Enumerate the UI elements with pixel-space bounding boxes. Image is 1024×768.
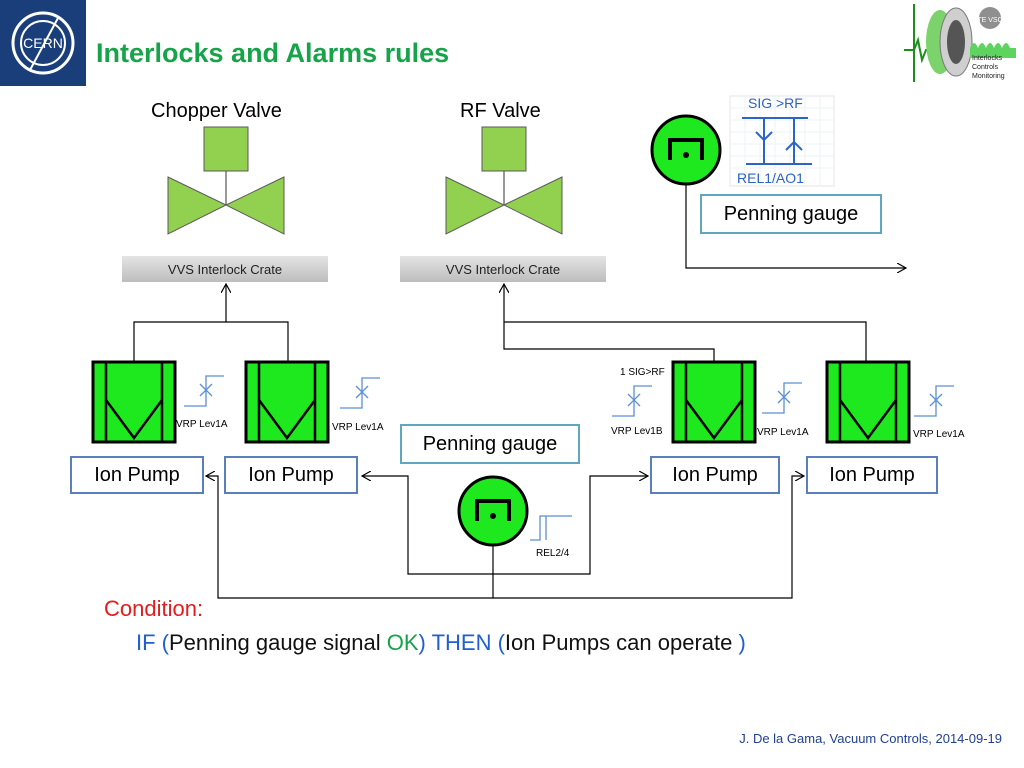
condition-subject: Penning gauge signal xyxy=(169,630,387,655)
ion-pump-1-symbol xyxy=(91,360,177,444)
relay-icon-2 xyxy=(339,377,381,409)
relay-label-pump1: VRP Lev1A xyxy=(176,419,228,430)
penning-gauge-box-lower: Penning gauge xyxy=(400,424,580,464)
slide-title: Interlocks and Alarms rules xyxy=(96,38,450,68)
rel1-ao1-label: REL1/AO1 xyxy=(737,170,804,186)
penning-gauge-lower-symbol xyxy=(457,475,529,547)
chopper-valve-label: Chopper Valve xyxy=(151,100,282,122)
relay-label-pump3-a: VRP Lev1A xyxy=(757,427,809,438)
icm-line-2: Controls xyxy=(972,64,999,71)
relay-label-pump2: VRP Lev1A xyxy=(332,422,384,433)
chopper-valve-symbol xyxy=(167,126,285,235)
penning-gauge-box-upper: Penning gauge xyxy=(700,194,882,234)
ion-pump-4-symbol xyxy=(825,360,911,444)
sig-rf-label: SIG >RF xyxy=(748,95,803,111)
rf-valve-symbol xyxy=(445,126,563,235)
vvs-interlock-crate-1: VVS Interlock Crate xyxy=(122,256,328,282)
icm-logo: TE VSC Interlocks Controls Monitoring xyxy=(900,0,1024,86)
upper-gauge-wiring xyxy=(685,184,906,268)
condition-result: Ion Pumps can operate xyxy=(504,630,739,655)
cern-logo: CERN xyxy=(0,0,86,86)
ion-pump-box-3: Ion Pump xyxy=(650,456,780,494)
penning-gauge-upper-symbol xyxy=(650,114,722,186)
ok-keyword: OK xyxy=(386,630,419,655)
rel24-label: REL2/4 xyxy=(536,548,570,559)
if-keyword: IF ( xyxy=(136,630,169,655)
relay-icon-4 xyxy=(761,382,803,414)
sig-rf-relay-diagram xyxy=(729,95,835,187)
ion-pump-box-4: Ion Pump xyxy=(806,456,938,494)
icm-line-3: Monitoring xyxy=(972,73,1005,80)
ion-pump-3-symbol xyxy=(671,360,757,444)
ion-pump-box-1: Ion Pump xyxy=(70,456,204,494)
rf-valve-label: RF Valve xyxy=(460,100,541,122)
condition-rule: IF (Penning gauge signal OK) THEN (Ion P… xyxy=(136,630,746,656)
condition-heading: Condition: xyxy=(104,596,204,621)
then-keyword: ) THEN ( xyxy=(418,630,505,655)
cern-logo-text: CERN xyxy=(23,35,63,51)
relay-label-pump3-b: VRP Lev1B xyxy=(611,426,663,437)
relay-icon-5 xyxy=(913,385,955,417)
relay-label-pump4: VRP Lev1A xyxy=(913,429,965,440)
signal-label-pump3: 1 SIG>RF xyxy=(620,367,665,378)
ion-pump-2-symbol xyxy=(244,360,330,444)
gauge-to-pumps-wiring xyxy=(206,476,804,599)
rel24-relay-icon xyxy=(530,515,572,541)
relay-icon-3 xyxy=(611,385,653,417)
relay-icon-1 xyxy=(183,375,225,407)
ion-pump-box-2: Ion Pump xyxy=(224,456,358,494)
crate2-wiring xyxy=(504,284,867,362)
te-vsc-badge: TE VSC xyxy=(977,17,1002,24)
vvs-interlock-crate-2: VVS Interlock Crate xyxy=(400,256,606,282)
icm-line-1: Interlocks xyxy=(972,55,1002,62)
footer-credit: J. De la Gama, Vacuum Controls, 2014-09-… xyxy=(739,731,1002,746)
crate1-wiring xyxy=(133,284,289,362)
close-paren: ) xyxy=(738,630,746,655)
